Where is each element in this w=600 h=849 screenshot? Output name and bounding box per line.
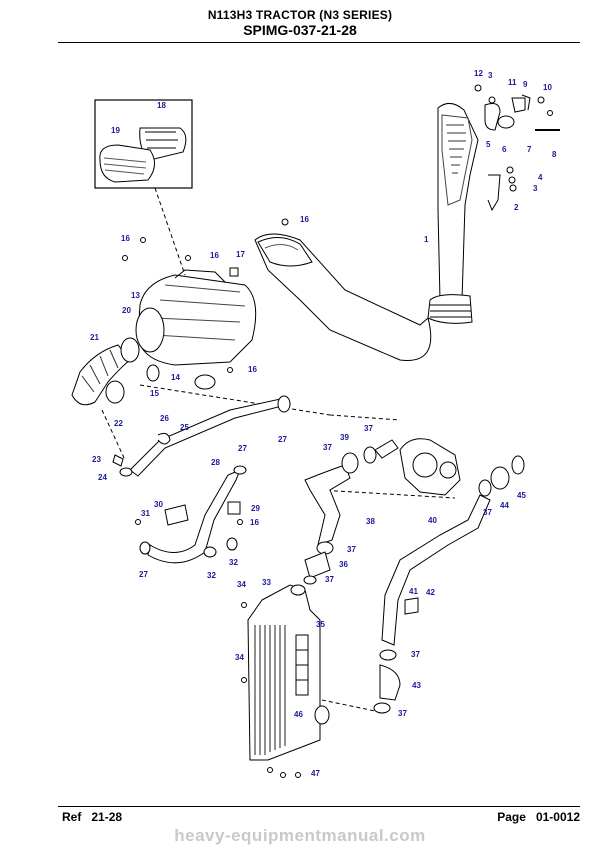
callout-c3a: 3 (488, 71, 493, 80)
callout-c31: 31 (141, 509, 150, 518)
callout-c23: 23 (92, 455, 101, 464)
footer-rule (58, 806, 580, 807)
callout-c16a: 16 (121, 234, 130, 243)
callout-c12: 12 (474, 69, 483, 78)
callout-c33: 33 (262, 578, 271, 587)
tube-38 (304, 464, 351, 546)
callout-c21: 21 (90, 333, 99, 342)
callout-c5: 5 (486, 140, 491, 149)
callout-c28: 28 (211, 458, 220, 467)
diagram-title: N113H3 TRACTOR (N3 SERIES) (207, 8, 393, 22)
callout-c37g: 37 (398, 709, 407, 718)
callout-c38: 38 (366, 517, 375, 526)
callout-c44: 44 (500, 501, 509, 510)
callout-c47: 47 (311, 769, 320, 778)
callout-c40: 40 (428, 516, 437, 525)
callout-c2: 2 (514, 203, 519, 212)
callout-c19: 19 (111, 126, 120, 135)
callout-c11: 11 (508, 78, 517, 87)
header-rule (58, 42, 580, 43)
callout-c27b: 27 (238, 444, 247, 453)
watermark: heavy-equipmentmanual.com (174, 826, 426, 845)
callout-c35: 35 (316, 620, 325, 629)
callout-c36: 36 (339, 560, 348, 569)
callout-c24: 24 (98, 473, 107, 482)
callout-c20: 20 (122, 306, 131, 315)
air-cleaner-housing (135, 267, 257, 366)
callout-c8: 8 (552, 150, 557, 159)
callout-c16b: 16 (210, 251, 219, 260)
callout-c37e: 37 (483, 508, 492, 517)
callout-c22: 22 (114, 419, 123, 428)
footer-page-label: Page (497, 810, 526, 824)
callout-c16e: 16 (250, 518, 259, 527)
callout-c37f: 37 (411, 650, 420, 659)
callout-c37a: 37 (323, 443, 332, 452)
callout-c25: 25 (180, 423, 189, 432)
callout-c37d: 37 (325, 575, 334, 584)
intake-stack (254, 103, 479, 361)
footer-page-value: 01-0012 (535, 810, 580, 824)
callout-c17: 17 (236, 250, 245, 259)
footer-ref-label: Ref (62, 810, 82, 824)
callout-c30: 30 (154, 500, 163, 509)
tube-40 (381, 494, 491, 646)
footer-page: Page 01-0012 (497, 810, 580, 824)
callout-c16d: 16 (248, 365, 257, 374)
callout-c32b: 32 (229, 558, 238, 567)
callout-c26: 26 (160, 414, 169, 423)
callout-c34a: 34 (237, 580, 246, 589)
callout-c27c: 27 (139, 570, 148, 579)
diagram-code: SPIMG-037-21-28 (243, 22, 357, 38)
callout-c39: 39 (340, 433, 349, 442)
inlet-hose (71, 337, 216, 406)
callout-c34b: 34 (235, 653, 244, 662)
callout-c15: 15 (150, 389, 159, 398)
callout-c6: 6 (502, 145, 507, 154)
tube-28 (147, 469, 241, 564)
callout-c7: 7 (527, 145, 532, 154)
callout-c10: 10 (543, 83, 552, 92)
callout-c18: 18 (157, 101, 166, 110)
callout-c45: 45 (517, 491, 526, 500)
air-filter-element (99, 127, 187, 183)
callout-c3b: 3 (533, 184, 538, 193)
callout-c43: 43 (412, 681, 421, 690)
top-hardware (474, 84, 560, 212)
tube-25 (129, 397, 291, 477)
callout-c41: 41 (409, 587, 418, 596)
callout-c4: 4 (538, 173, 543, 182)
footer-ref: Ref 21-28 (62, 810, 122, 824)
callout-c37b: 37 (364, 424, 373, 433)
callout-c32a: 32 (207, 571, 216, 580)
turbocharger (399, 438, 461, 496)
callout-c13: 13 (131, 291, 140, 300)
callout-c42: 42 (426, 588, 435, 597)
callout-c1: 1 (424, 235, 429, 244)
callout-c46: 46 (294, 710, 303, 719)
callout-c27a: 27 (278, 435, 287, 444)
callout-c29: 29 (251, 504, 260, 513)
drawing (71, 84, 560, 778)
callout-c16c: 16 (300, 215, 309, 224)
footer-ref-value: 21-28 (91, 810, 123, 824)
charge-air-cooler (241, 584, 330, 778)
callout-c14: 14 (171, 373, 180, 382)
callout-c9: 9 (523, 80, 528, 89)
detail-inset-box (94, 99, 193, 189)
callout-c37c: 37 (347, 545, 356, 554)
